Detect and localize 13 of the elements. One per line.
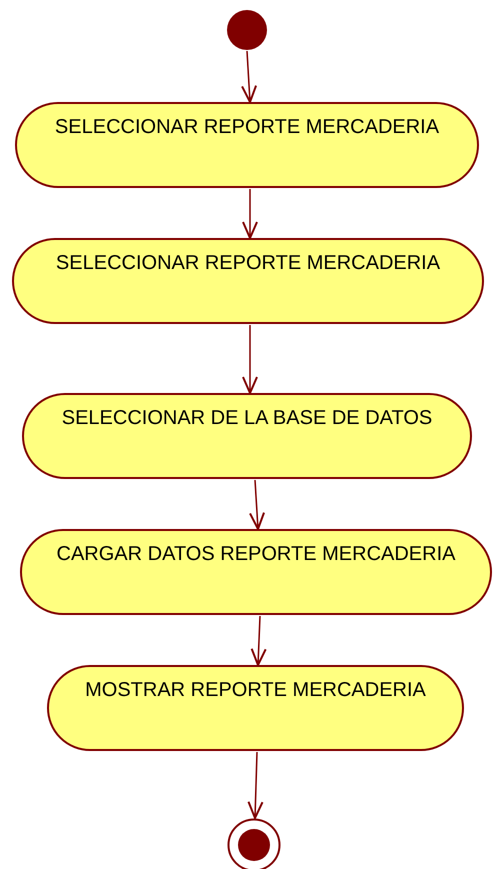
activity-label: CARGAR DATOS REPORTE MERCADERIA: [56, 543, 456, 566]
arrow: [242, 325, 258, 394]
arrow: [248, 752, 264, 819]
activity-label: SELECCIONAR REPORTE MERCADERIA: [56, 252, 440, 275]
arrow: [242, 189, 258, 239]
activity-label: MOSTRAR REPORTE MERCADERIA: [85, 679, 426, 702]
arrow: [241, 50, 258, 103]
activity-label: SELECCIONAR REPORTE MERCADERIA: [54, 116, 440, 139]
initial-node: [227, 10, 267, 50]
arrow: [250, 616, 267, 666]
activity-label: SELECCIONAR DE LA BASE DE DATOS: [62, 407, 432, 430]
arrow: [249, 480, 265, 530]
final-node: [227, 818, 281, 869]
